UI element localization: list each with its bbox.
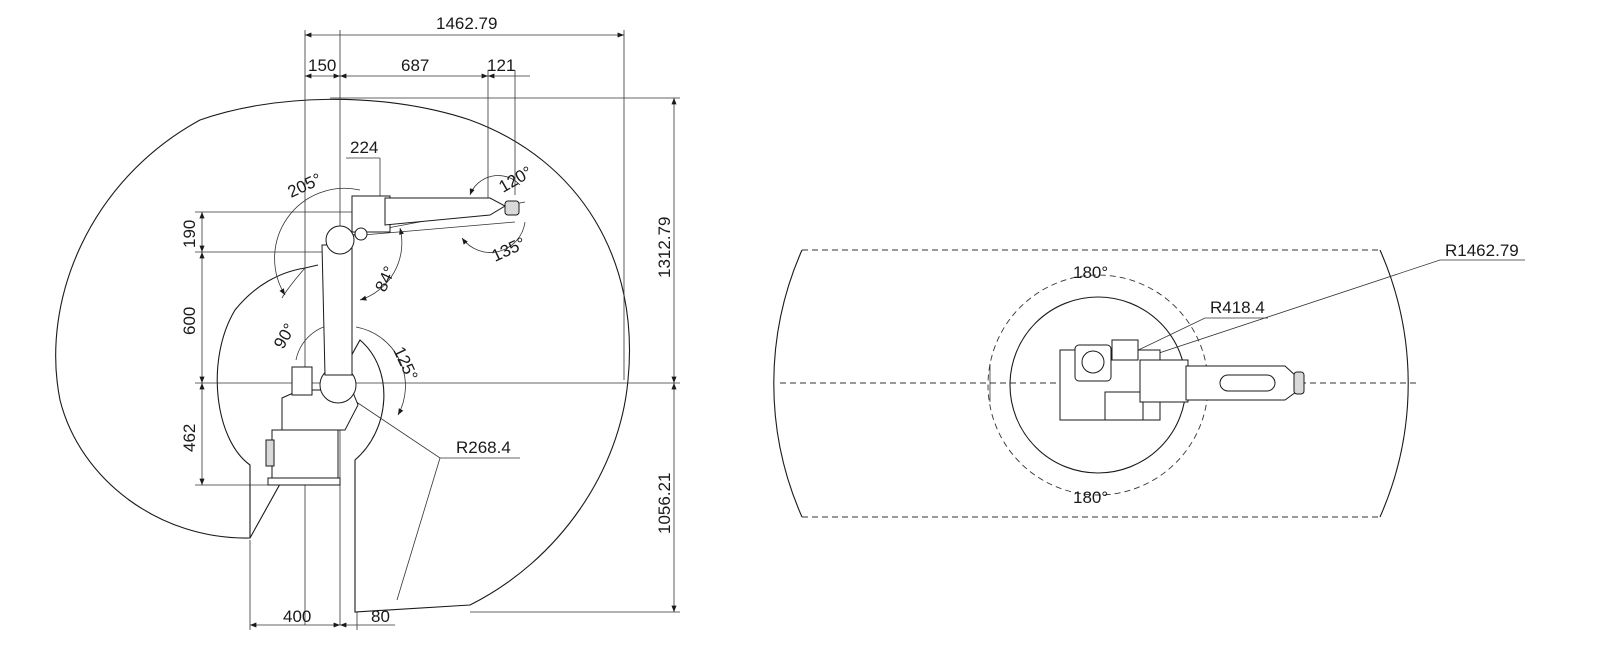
label-forearm-height: 190	[180, 220, 199, 248]
label-angle-j2-front: 125°	[389, 344, 421, 384]
ref-line-wrist-2	[339, 221, 516, 238]
label-angle-j2-back: 90°	[270, 320, 299, 352]
robot-joint-j4	[354, 227, 368, 241]
robot-elbow-housing	[351, 195, 391, 233]
label-rear-width: 400	[283, 607, 311, 626]
leader-r1462	[1137, 259, 1525, 361]
label-top-angle-bottom: 180°	[1073, 488, 1108, 507]
robot-top-motor-cap	[1081, 350, 1105, 374]
label-angle-j6-up: 120°	[496, 162, 536, 196]
side-envelope-outer	[55, 98, 630, 613]
arc-120	[469, 175, 521, 196]
robot-top-flange	[1293, 371, 1305, 395]
label-top-outer-radius: R1462.79	[1445, 241, 1519, 260]
robot-top-elbow	[1139, 359, 1189, 403]
label-arm-length: 687	[401, 56, 429, 75]
robot-top-j2	[1111, 339, 1139, 361]
arc-125	[355, 326, 406, 416]
robot-top-lower	[1104, 391, 1144, 421]
leader-r268-down	[396, 457, 441, 601]
label-total-reach: 1462.79	[436, 14, 497, 33]
arc-205	[274, 187, 361, 296]
robot-base	[271, 429, 339, 483]
robot-connector	[265, 439, 275, 467]
robot-lower-arm	[321, 244, 353, 376]
robot-motor-j1	[291, 366, 313, 396]
label-angle-j6-down: 135°	[489, 234, 529, 266]
label-top-angle-top: 180°	[1073, 263, 1108, 282]
label-upper-offset: 224	[350, 138, 378, 157]
top-view: 180° 180° R418.4 R1462.79	[773, 241, 1525, 518]
robot-joint-j3	[325, 225, 355, 255]
robot-forearm	[384, 197, 507, 226]
robot-base-plate	[267, 477, 341, 486]
label-base-offset: 150	[308, 56, 336, 75]
arc-135	[461, 221, 526, 253]
top-envelope-right-arc	[1379, 249, 1409, 518]
robot-side-illustration	[265, 195, 520, 486]
leader-r418	[1127, 317, 1268, 356]
label-rear-gap: 80	[371, 607, 390, 626]
side-view: 1462.79 150 687 121 224 R268.4 400 80 19…	[55, 14, 680, 630]
top-envelope-left-arc	[773, 249, 803, 518]
label-min-depth: 1056.21	[655, 473, 674, 534]
label-angle-j3: 84°	[371, 263, 399, 294]
label-wrist-offset: 121	[487, 56, 515, 75]
label-lower-arm: 600	[180, 307, 199, 335]
arc-84	[359, 227, 405, 301]
robot-top-illustration	[1059, 339, 1305, 421]
robot-top-forearm-slot	[1219, 374, 1276, 392]
label-max-height: 1312.79	[655, 217, 674, 278]
label-inner-radius: R268.4	[456, 438, 511, 457]
label-base-height: 462	[180, 424, 199, 452]
side-envelope-inner	[216, 264, 319, 538]
robot-flange	[504, 200, 520, 216]
side-envelope-inner-arc	[281, 267, 306, 299]
label-top-inner-radius: R418.4	[1210, 298, 1265, 317]
